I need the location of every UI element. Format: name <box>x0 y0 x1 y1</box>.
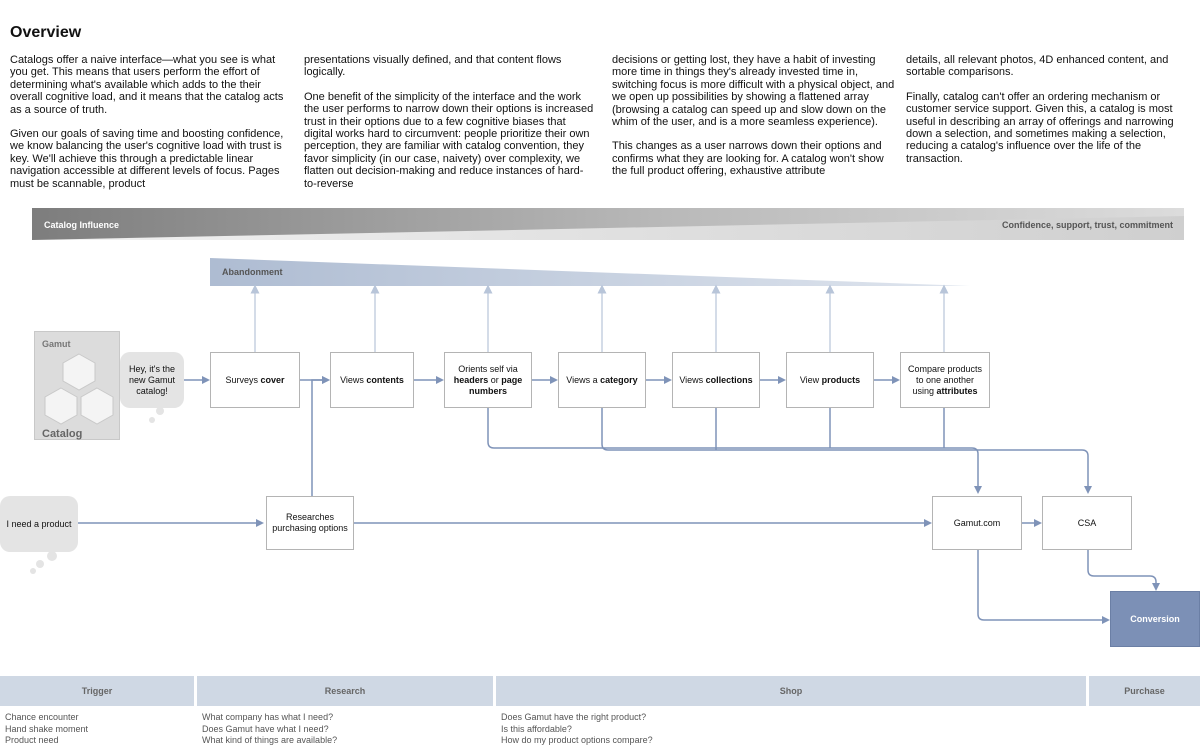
flow-arrow-to-conversion <box>977 550 1110 624</box>
flow-arrow-to-gamut <box>487 408 982 494</box>
phase-purchase: Purchase <box>1089 676 1200 706</box>
list-item: Product need <box>5 735 59 745</box>
list-item: What kind of things are available? <box>202 735 338 745</box>
shop-questions: Does Gamut have the right product? Is th… <box>501 712 653 747</box>
research-questions: What company has what I need? Does Gamut… <box>202 712 337 747</box>
abandonment-label: Abandonment <box>222 267 283 277</box>
step-view-products: View products <box>786 352 874 408</box>
bubble-dot <box>47 551 57 561</box>
list-item: Does Gamut have the right product? <box>501 712 647 722</box>
need-thought-bubble: I need a product <box>0 496 78 552</box>
paragraph: details, all relevant photos, 4D enhance… <box>906 54 1169 79</box>
influence-label: Catalog Influence <box>44 220 120 230</box>
hexagon-logo-icon <box>44 353 114 425</box>
flow-arrow-to-csa <box>601 408 1092 494</box>
bubble-dot <box>149 417 155 423</box>
paragraph: Finally, catalog can't offer an ordering… <box>906 90 1174 165</box>
paragraph: presentations visually defined, and that… <box>304 54 562 79</box>
step-views-collections: Views collections <box>672 352 760 408</box>
channel-gamut-com: Gamut.com <box>932 496 1022 550</box>
step-views-contents: Views contents <box>330 352 414 408</box>
text-column-2: presentations visually defined, and that… <box>304 54 594 202</box>
flow-arrow-csa-to-conversion <box>1087 550 1160 591</box>
page-title: Overview <box>10 24 82 41</box>
bubble-dot <box>30 568 36 574</box>
paragraph: This changes as a user narrows down thei… <box>612 140 884 178</box>
paragraph: Catalogs offer a naive interface—what yo… <box>10 54 284 116</box>
bubble-dot <box>36 560 44 568</box>
catalog-brand: Gamut <box>42 339 71 349</box>
list-item: What company has what I need? <box>202 712 334 722</box>
step-views-category: Views a category <box>558 352 646 408</box>
text-column-4: details, all relevant photos, 4D enhance… <box>906 54 1186 177</box>
catalog-illustration: Gamut Catalog <box>34 331 120 440</box>
phase-trigger: Trigger <box>0 676 194 706</box>
step-surveys-cover: Surveys cover <box>210 352 300 408</box>
list-item: Chance encounter <box>5 712 79 722</box>
step-orients-self: Orients self via headers or page numbers <box>444 352 532 408</box>
abandonment-wedge <box>210 258 970 286</box>
influence-wedge <box>32 208 1184 240</box>
catalog-label: Catalog <box>42 428 83 440</box>
list-item: Hand shake moment <box>5 723 89 734</box>
paragraph: decisions or getting lost, they have a h… <box>612 54 895 129</box>
text-column-1: Catalogs offer a naive interface—what yo… <box>10 54 292 202</box>
step-compare-products: Compare products to one another using at… <box>900 352 990 408</box>
phase-research: Research <box>197 676 493 706</box>
trigger-questions: Chance encounter Hand shake moment Produ… <box>5 712 88 747</box>
flow-arrow-research-to-contents <box>311 376 330 496</box>
bubble-dot <box>156 407 164 415</box>
phase-shop: Shop <box>496 676 1086 706</box>
paragraph: Given our goals of saving time and boost… <box>10 128 284 190</box>
catalog-thought-bubble: Hey, it's the new Gamut catalog! <box>120 352 184 408</box>
list-item: Does Gamut have what I need? <box>202 723 329 734</box>
influence-outcome-label: Confidence, support, trust, commitment <box>1001 220 1173 230</box>
text-column-3: decisions or getting lost, they have a h… <box>612 54 900 190</box>
step-researches-options: Researches purchasing options <box>266 496 354 550</box>
paragraph: One benefit of the simplicity of the int… <box>304 90 594 190</box>
conversion-box: Conversion <box>1110 591 1200 647</box>
list-item: Is this affordable? <box>501 723 572 734</box>
channel-csa: CSA <box>1042 496 1132 550</box>
list-item: How do my product options compare? <box>501 735 653 745</box>
